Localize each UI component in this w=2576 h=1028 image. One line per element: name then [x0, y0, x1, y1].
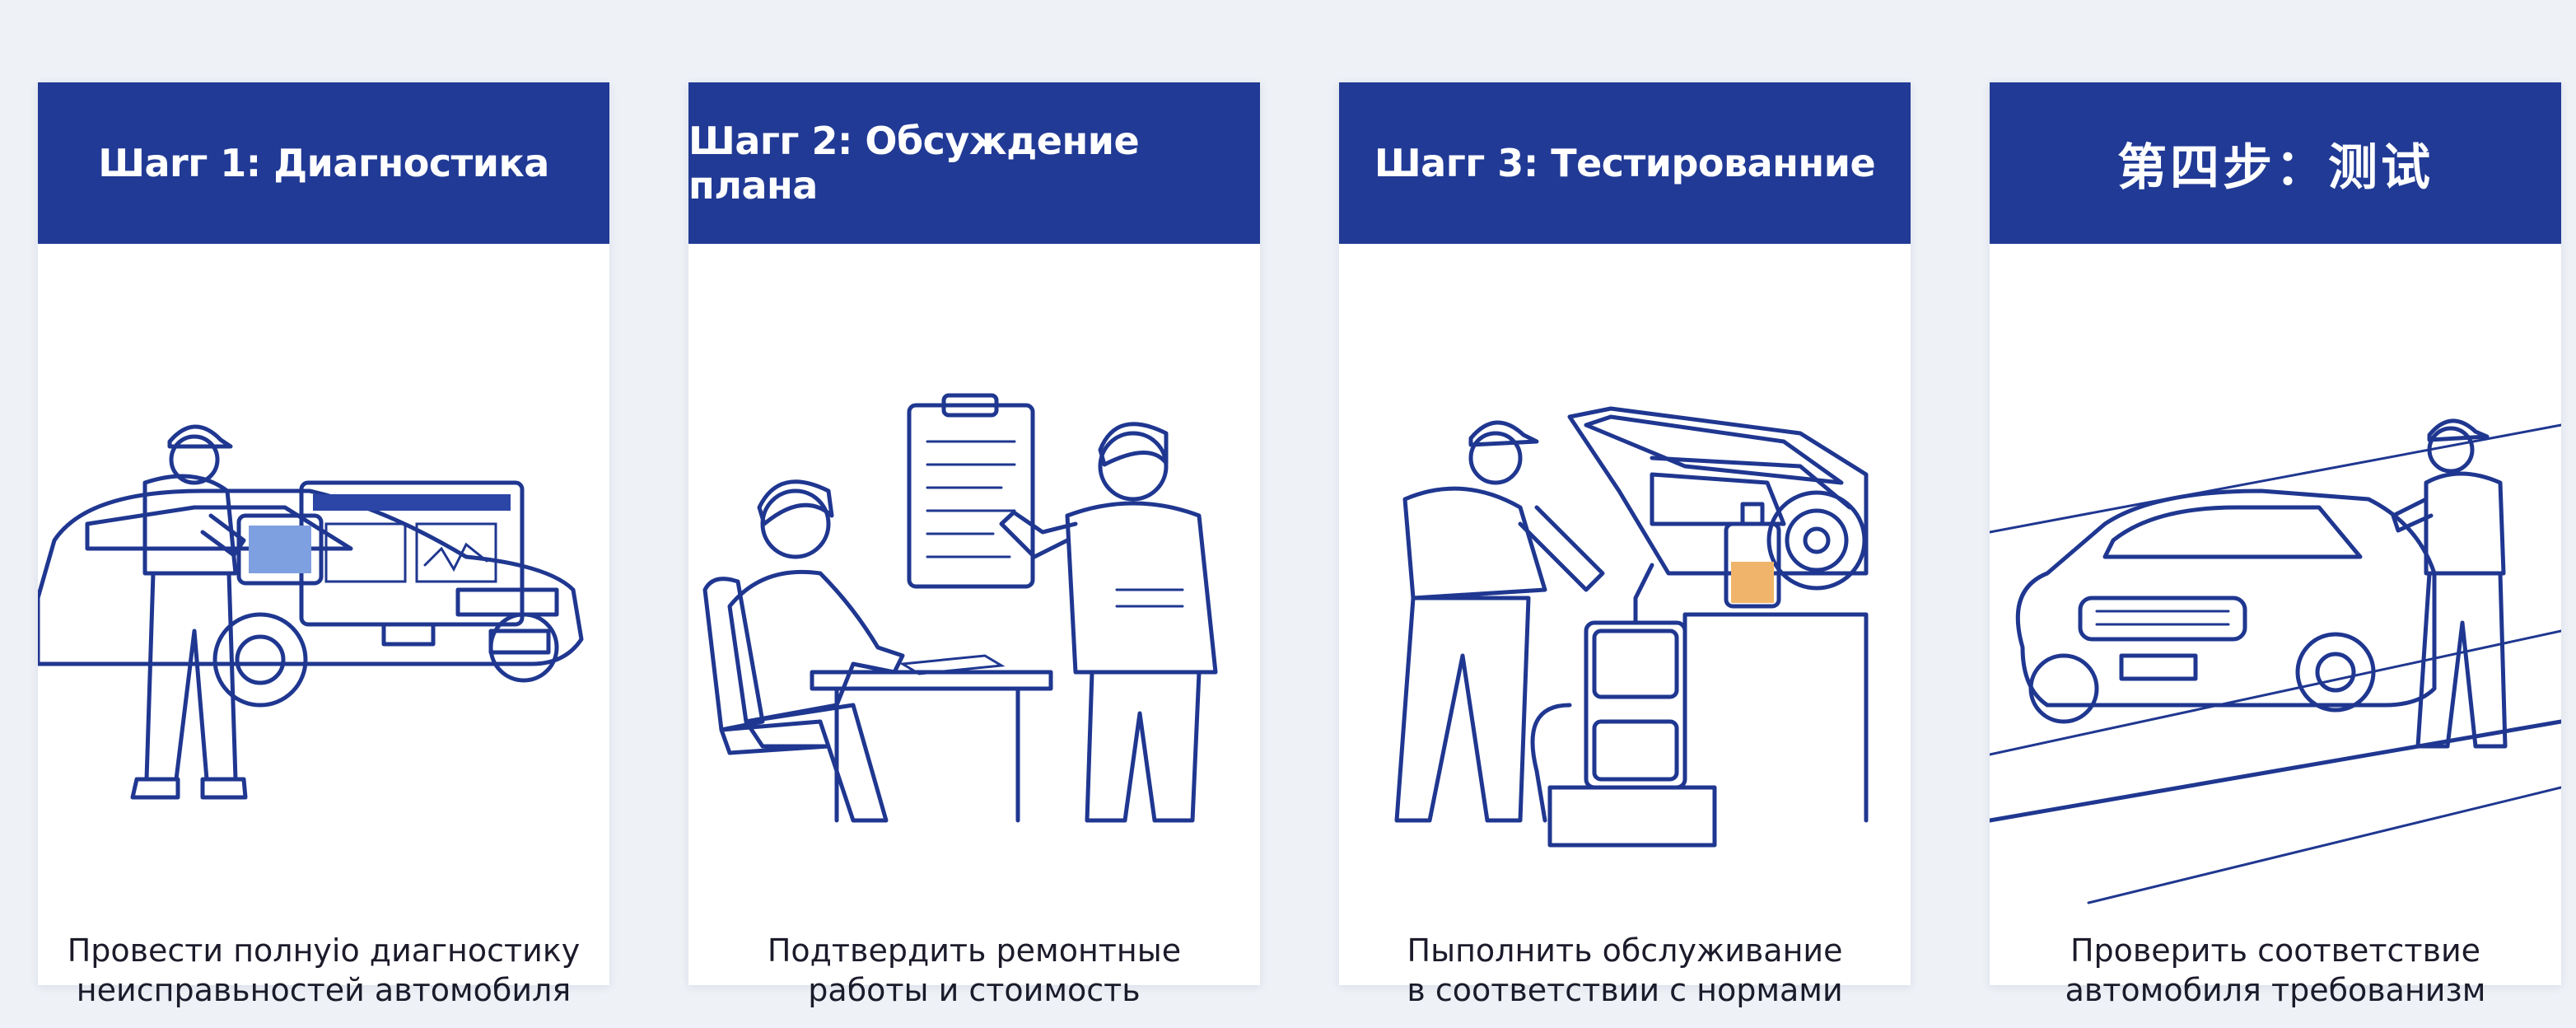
step-caption-4-line-2: автомобиля требованизм	[2065, 972, 2486, 1008]
step-caption-4: Проверить соответствие автомобиля требов…	[2006, 931, 2545, 1010]
step-title-4: 第四步：测试	[1990, 82, 2561, 244]
step-card-1: Шаrг 1: Диагностика	[35, 82, 609, 1008]
step-card-4: 第四步：测试 Проверить соответствие авт	[1987, 82, 2564, 1008]
step-caption-1: Провести полнуіо диагностику неисправьно…	[54, 931, 593, 1010]
step-caption-1-line-1: Провести полнуіо диагностику	[67, 932, 581, 969]
road-test-illustration-icon	[1987, 244, 2564, 919]
step-card-3: Шагг 3: Тестированние	[1339, 82, 1911, 1008]
step-card-2: Шагг 2: Обсуждение плана	[688, 82, 1260, 1008]
step-caption-2-line-2: работы и стоимость	[808, 972, 1141, 1008]
step-caption-4-line-1: Проверить соответствие	[2070, 932, 2481, 969]
consultation-illustration-icon	[688, 244, 1260, 919]
step-caption-1-line-2: неисправьностей автомобиля	[76, 972, 572, 1008]
step-caption-3: Пыполнить обслуживание в соответствии с …	[1356, 931, 1894, 1010]
service-illustration-icon	[1339, 244, 1911, 919]
diagnostics-illustration-icon	[35, 244, 609, 919]
step-title-1: Шаrг 1: Диагностика	[38, 82, 609, 244]
step-title-3: Шагг 3: Тестированние	[1339, 82, 1911, 244]
step-caption-2: Подтвердить ремонтные работы и стоимость	[705, 931, 1244, 1010]
step-caption-3-line-1: Пыполнить обслуживание	[1407, 932, 1843, 969]
step-title-2: Шагг 2: Обсуждение плана	[688, 82, 1260, 244]
step-caption-2-line-1: Подтвердить ремонтные	[767, 932, 1182, 969]
step-caption-3-line-2: в соответствии с нормами	[1407, 972, 1843, 1008]
